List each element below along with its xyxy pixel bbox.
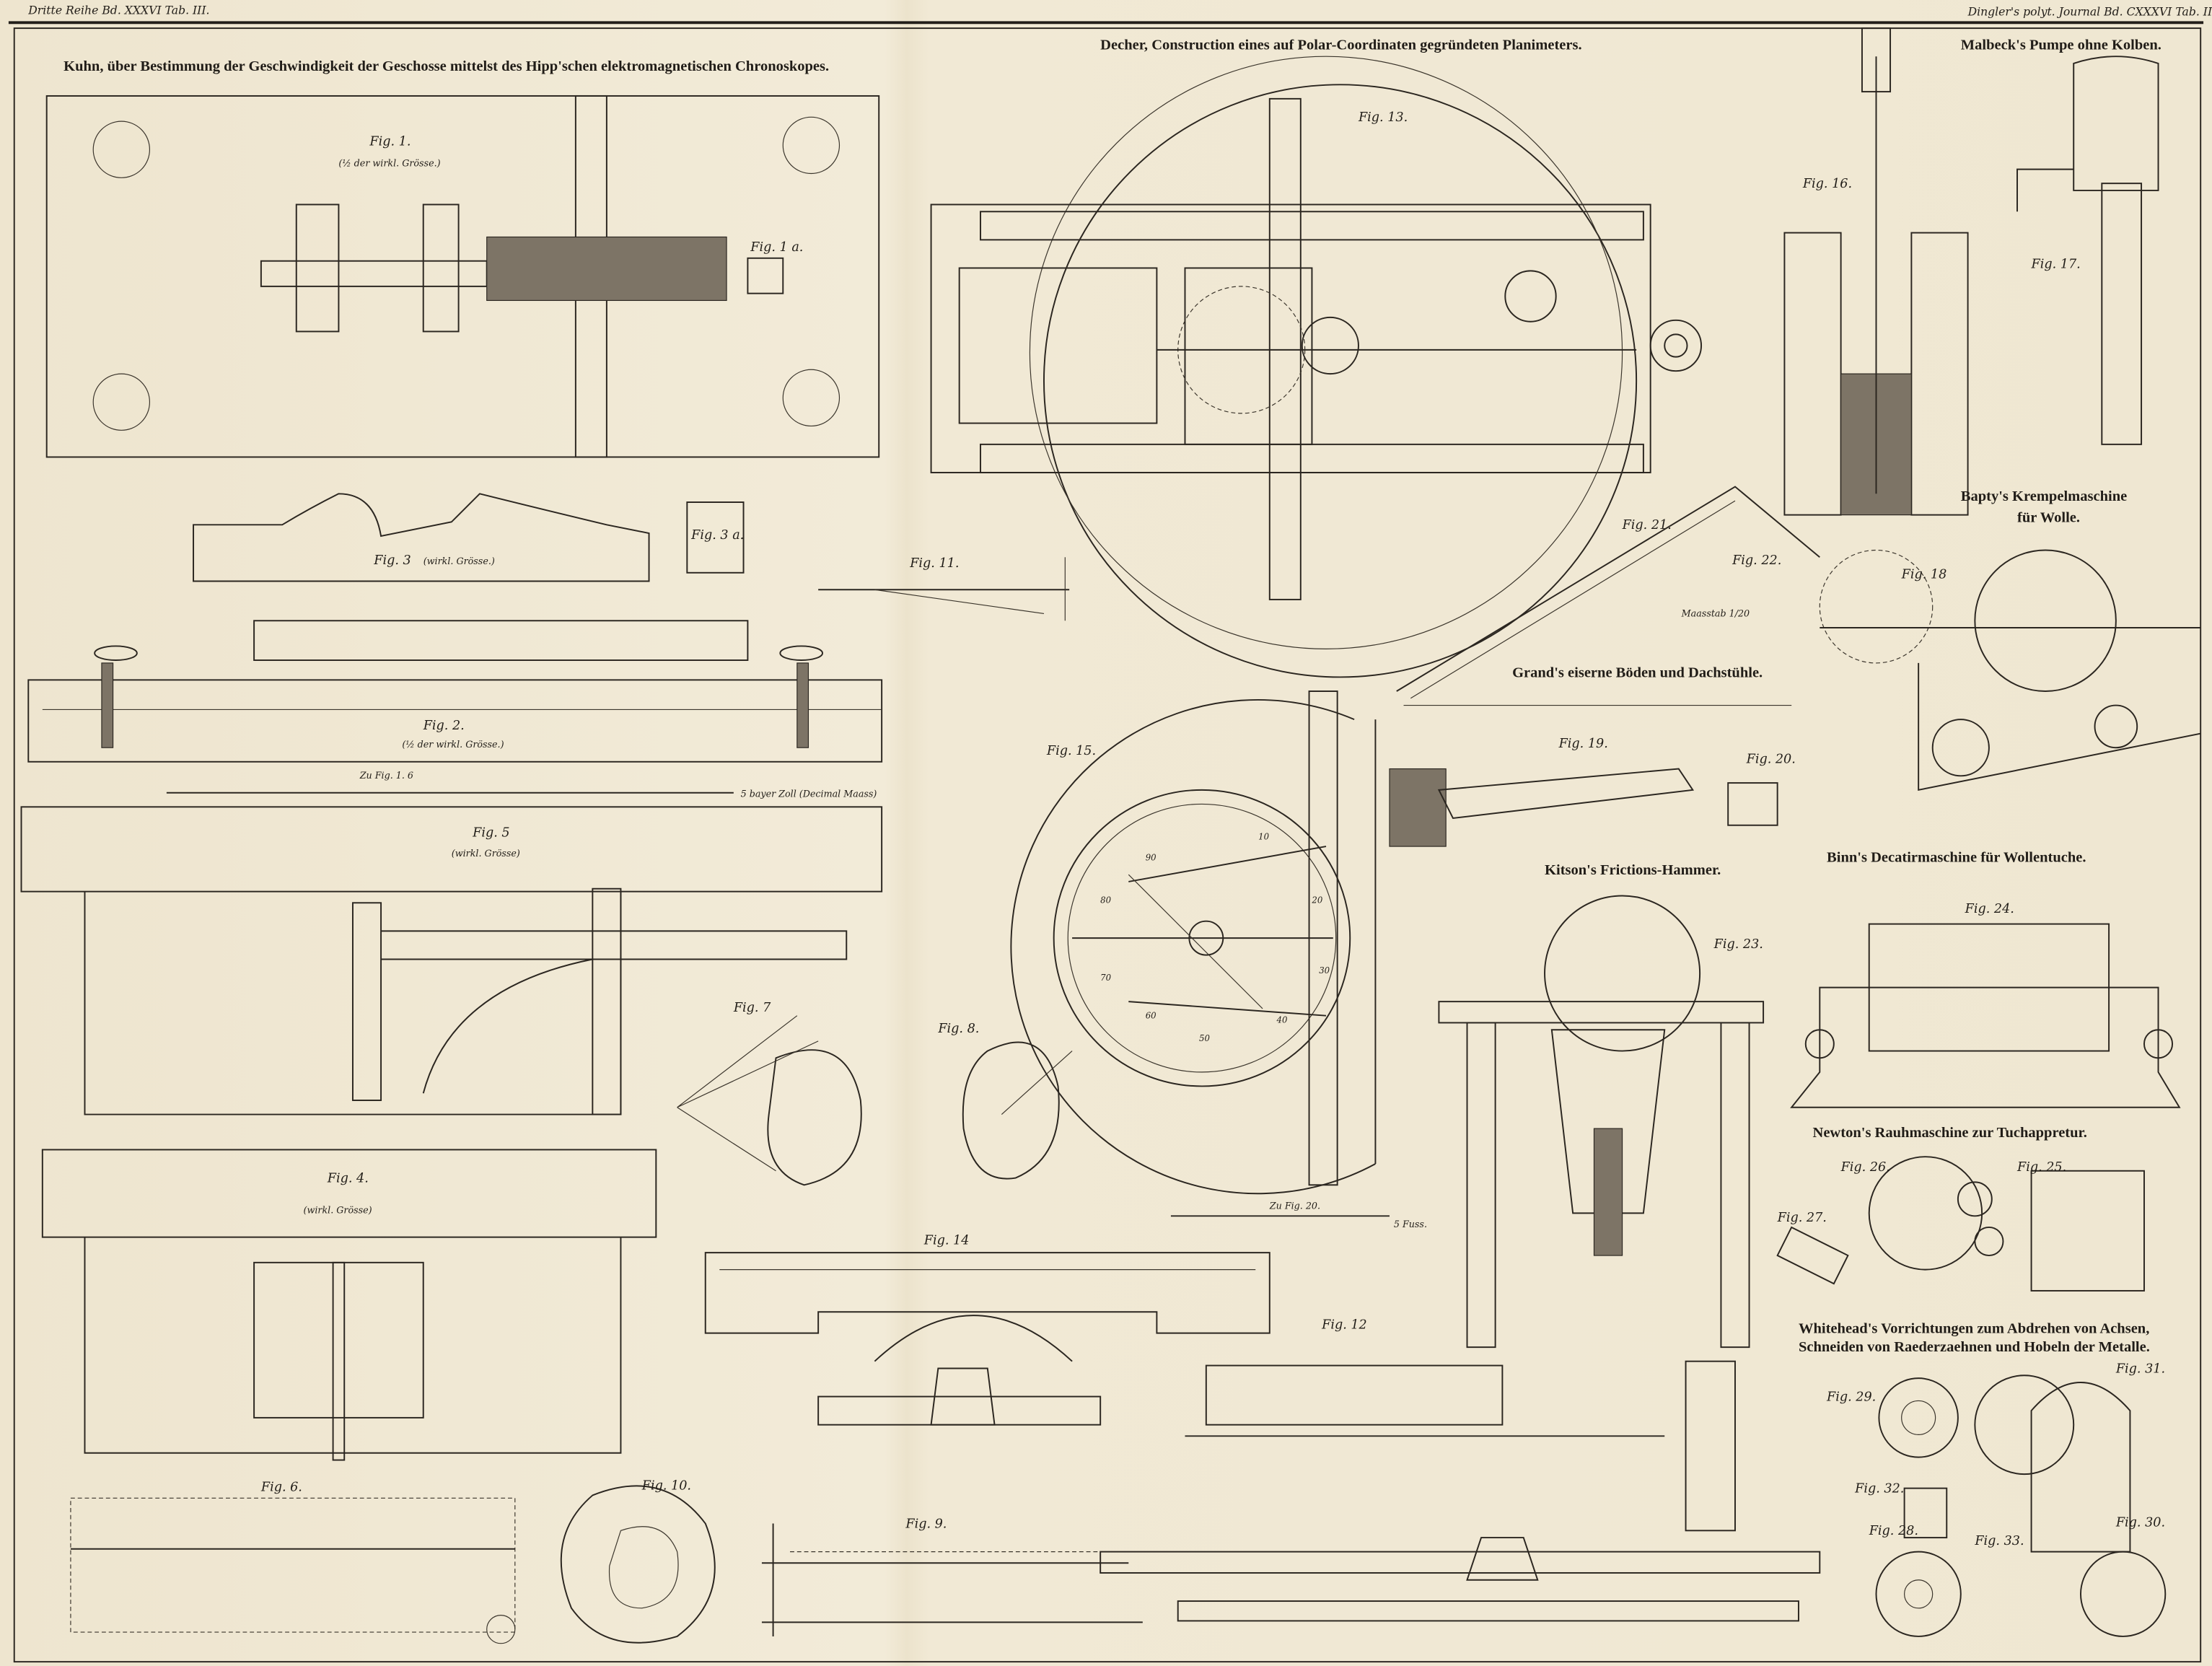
fig-27-label: Fig. 27. — [1777, 1211, 1827, 1225]
fig-7-label: Fig. 7 — [733, 1001, 771, 1015]
scale-fig-20-label: Zu Fig. 20. — [1269, 1201, 1320, 1211]
maasstab-label: Maasstab 1/20 — [1681, 608, 1750, 618]
dial-number-60: 60 — [1146, 1011, 1157, 1021]
fig-33-label: Fig. 33. — [1974, 1534, 2024, 1548]
title-bapty-2: für Wolle. — [2017, 509, 2080, 525]
fig-14-label: Fig. 14 — [923, 1233, 970, 1248]
running-head-left: Dritte Reihe Bd. XXXVI Tab. III. — [27, 4, 209, 17]
plate-border — [8, 21, 2204, 1663]
figure-28-33: Fig. 29. Fig. 31. Fig. 32. Fig. 28. Fig.… — [1826, 1362, 2167, 1637]
fig-5-caption: (wirkl. Grösse) — [452, 848, 520, 859]
title-kuhn: Kuhn, über Bestimmung der Geschwindigkei… — [63, 58, 829, 74]
dial-number-40: 40 — [1276, 1014, 1288, 1025]
fig-8-label: Fig. 8. — [937, 1022, 979, 1036]
running-head-right: Dingler's polyt. Journal Bd. CXXXVI Tab.… — [1967, 5, 2212, 19]
fig-24-label: Fig. 24. — [1965, 902, 2014, 916]
dial-number-20: 20 — [1311, 895, 1322, 905]
fig-12-label: Fig. 12 — [1321, 1318, 1367, 1333]
scale-fig-1-6-label: Zu Fig. 1. 6 — [359, 770, 413, 781]
fig-23-label: Fig. 23. — [1713, 937, 1763, 952]
figure-11: Fig. 11. — [818, 556, 1070, 621]
dial-number-10: 10 — [1258, 831, 1269, 841]
fig-28-label: Fig. 28. — [1869, 1524, 1918, 1538]
fig-13-label: Fig. 13. — [1358, 110, 1408, 125]
figure-3: Fig. 3 (wirkl. Grösse.) Fig. 3 a. — [193, 493, 745, 582]
figure-15: 90 10 20 30 40 50 60 70 80 Fig. 15. — [1010, 690, 1377, 1195]
fig-25-label: Fig. 25. — [2016, 1160, 2066, 1175]
fig-11-label: Fig. 11. — [909, 556, 959, 571]
figure-14: Fig. 14 — [704, 1233, 1270, 1426]
fig-6-label: Fig. 6. — [260, 1481, 302, 1495]
fig-4-caption: (wirkl. Grösse) — [304, 1204, 372, 1215]
fig-31-label: Fig. 31. — [2115, 1362, 2165, 1376]
figure-23: Fig. 23. — [1100, 895, 1821, 1622]
title-bapty-1: Bapty's Krempelmaschine — [1961, 488, 2127, 504]
fig-30-label: Fig. 30. — [2115, 1515, 2165, 1530]
scale-bar-fig-1-6: Zu Fig. 1. 6 5 bayer Zoll (Decimal Maass… — [166, 770, 877, 799]
figure-16: Fig. 16. — [1783, 27, 1969, 516]
fig-16-label: Fig. 16. — [1802, 177, 1852, 191]
figure-18: Fig. 18 — [1819, 549, 2201, 792]
fig-4-label: Fig. 4. — [327, 1171, 369, 1185]
fig-15-label: Fig. 15. — [1046, 744, 1096, 758]
dial-number-70: 70 — [1100, 973, 1111, 983]
title-binn: Binn's Decatirmaschine für Wollentuche. — [1827, 850, 2086, 866]
title-malbeck: Malbeck's Pumpe ohne Kolben. — [1961, 37, 2161, 53]
figure-5: Fig. 5 (wirkl. Grösse) — [20, 806, 883, 1115]
scale-fig-20-unit: 5 Fuss. — [1394, 1219, 1427, 1229]
figure-12: Fig. 12 — [1185, 1318, 1665, 1437]
figure-9: Fig. 9. — [761, 1517, 1143, 1636]
fig-3a-label: Fig. 3 a. — [690, 528, 744, 543]
figure-17: Fig. 17. — [2016, 56, 2159, 445]
scale-bar-fig-20: Zu Fig. 20. 5 Fuss. — [1170, 1201, 1427, 1229]
fig-22-label: Fig. 22. — [1732, 553, 1781, 568]
fig-2-caption: (½ der wirkl. Grösse.) — [402, 739, 504, 750]
dial-number-50: 50 — [1199, 1033, 1210, 1043]
scale-fig-1-6-unit: 5 bayer Zoll (Decimal Maass) — [741, 789, 877, 799]
title-grand: Grand's eiserne Böden und Dachstühle. — [1512, 665, 1763, 680]
figure-21: Fig. 21. Fig. 22. Maasstab 1/20 — [1396, 486, 1820, 706]
title-decher: Decher, Construction eines auf Polar-Coo… — [1100, 37, 1581, 53]
title-kitson: Kitson's Frictions-Hammer. — [1545, 862, 1721, 878]
figure-13: Fig. 13. — [930, 56, 1703, 678]
figure-10: Fig. 10. — [560, 1479, 716, 1644]
figure-8: Fig. 8. — [937, 1022, 1073, 1180]
fig-21-label: Fig. 21. — [1622, 518, 1672, 532]
fig-17-label: Fig. 17. — [2031, 257, 2081, 271]
dial-number-90: 90 — [1146, 853, 1157, 863]
title-whitehead-2: Schneiden von Raederzaehnen und Hobeln d… — [1799, 1339, 2150, 1355]
figure-7: Fig. 7 — [677, 1001, 862, 1186]
fig-3-caption: (wirkl. Grösse.) — [423, 556, 495, 566]
fig-32-label: Fig. 32. — [1854, 1482, 1904, 1496]
figure-19: Fig. 19. Fig. 20. — [1389, 737, 1796, 847]
figure-24: Fig. 24. — [1790, 902, 2181, 1108]
fig-1a-label: Fig. 1 a. — [750, 240, 803, 255]
fig-3-label: Fig. 3 — [373, 553, 411, 568]
fig-1-label: Fig. 1. — [369, 134, 411, 149]
fig-20-label: Fig. 20. — [1746, 753, 1796, 767]
fig-10-label: Fig. 10. — [641, 1479, 691, 1494]
dial-number-80: 80 — [1100, 895, 1111, 905]
figure-2: Fig. 2. (½ der wirkl. Grösse.) — [27, 620, 883, 763]
figure-6: Fig. 6. — [70, 1481, 516, 1644]
fig-1-caption: (½ der wirkl. Grösse.) — [338, 158, 440, 169]
fig-9-label: Fig. 9. — [905, 1517, 947, 1531]
fig-26-label: Fig. 26. — [1840, 1160, 1890, 1175]
fig-5-label: Fig. 5 — [472, 825, 509, 840]
fig-19-label: Fig. 19. — [1558, 737, 1608, 751]
fig-2-label: Fig. 2. — [423, 719, 465, 733]
fig-29-label: Fig. 29. — [1826, 1390, 1876, 1404]
dial-number-30: 30 — [1319, 965, 1330, 976]
title-whitehead-1: Whitehead's Vorrichtungen zum Abdrehen v… — [1799, 1321, 2149, 1337]
fig-18-label: Fig. 18 — [1901, 568, 1947, 582]
figure-1: Fig. 1. (½ der wirkl. Grösse.) Fig. 1 a. — [45, 95, 880, 458]
figure-25-27: Fig. 26. Fig. 25. Fig. 27. — [1776, 1156, 2145, 1292]
figure-4: Fig. 4. (wirkl. Grösse) — [41, 1149, 657, 1461]
title-newton: Newton's Rauhmaschine zur Tuchappretur. — [1813, 1125, 2087, 1141]
